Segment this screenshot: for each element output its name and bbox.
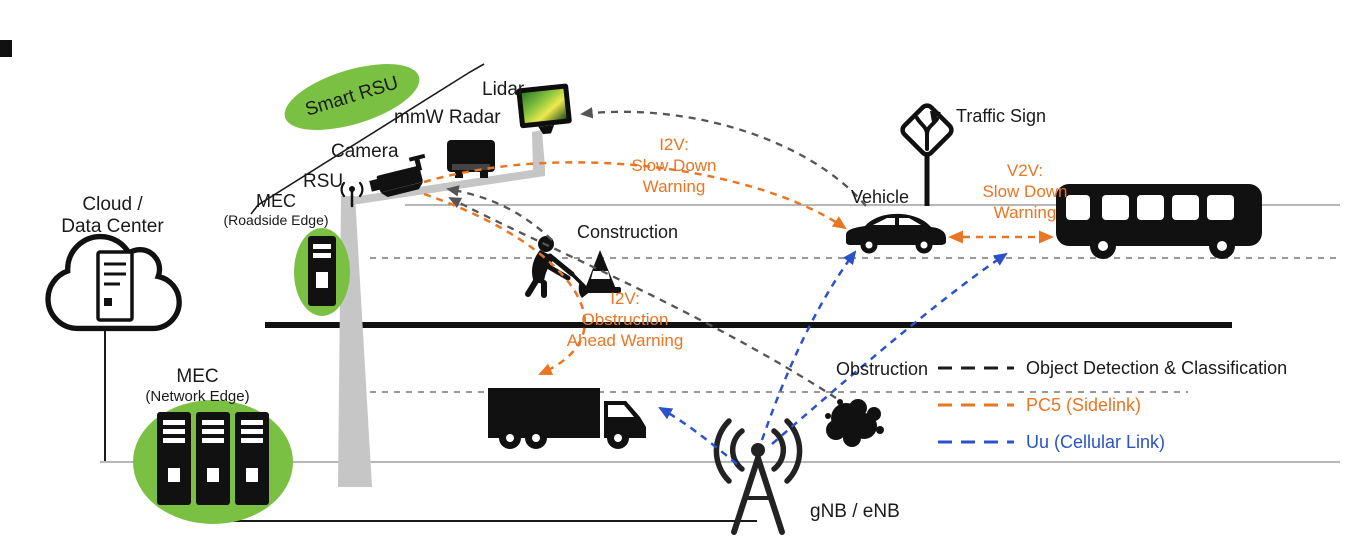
obstruction-label: Obstruction — [836, 359, 929, 379]
uu-arrow-gnb-to-bus — [771, 252, 1008, 445]
cloud-label-line2: Data Center — [61, 215, 164, 237]
mec-roadside-label: MEC (Roadside Edge) — [196, 191, 356, 228]
equipment-bracket — [250, 63, 485, 215]
rsu-antenna-icon — [340, 181, 364, 208]
cloud-server-icon — [96, 250, 134, 322]
server-rack-icon — [196, 412, 230, 505]
i2v-obstruction-message-line3: Ahead Warning — [566, 331, 684, 350]
i2v-obstruction-message-line1: I2V: — [610, 289, 640, 308]
cloud-icon — [45, 233, 182, 332]
gnb-label: gNB / eNB — [810, 501, 900, 522]
server-rack-icons — [157, 412, 269, 505]
obstruction-icon — [825, 399, 884, 447]
detection-arrow-car-to-lidar — [580, 107, 867, 207]
traffic-sign-icon — [900, 103, 954, 206]
mec-network-label: MEC (Network Edge) — [115, 366, 280, 405]
car-icon — [846, 213, 946, 254]
v2v-slow-down-message: V2V: Slow Down Warning — [953, 160, 1097, 223]
detection-arrow-construction-to-camera — [446, 185, 553, 241]
cloud-label: Cloud / Data Center — [35, 194, 190, 238]
rsu-label: RSU — [303, 171, 344, 192]
bus-icon — [1056, 184, 1262, 259]
traffic-sign-label: Traffic Sign — [956, 106, 1047, 126]
legend-item-pc5: PC5 (Sidelink) — [1026, 395, 1142, 415]
legend-item-uu: Uu (Cellular Link) — [1026, 432, 1166, 452]
i2v-slow-down-message: I2V: Slow Down Warning — [601, 134, 747, 197]
mec-network-label-line1: MEC — [176, 366, 219, 387]
i2v-obstruction-message-line2: Obstruction — [581, 310, 669, 329]
server-rack-icon — [157, 412, 191, 505]
page-edge-mark — [0, 40, 12, 57]
mmw-radar-label: mmW Radar — [394, 107, 501, 128]
smart-rsu-ellipse — [284, 64, 420, 130]
pc5-arrow-i2v-obstruction — [423, 192, 586, 376]
detection-arrow-obstruction-to-camera — [448, 196, 837, 399]
v2v-slow-down-message-line3: Warning — [993, 203, 1057, 222]
lidar-icon — [516, 83, 572, 135]
v2v-slow-down-message-line2: Slow Down — [982, 182, 1068, 201]
truck-icon — [488, 388, 646, 449]
cloud-label-line1: Cloud / — [82, 194, 143, 215]
gnb-antenna-icon — [713, 418, 803, 535]
camera-icon — [369, 153, 426, 197]
v2v-slow-down-message-line1: V2V: — [1006, 161, 1044, 180]
legend-item-object-detection: Object Detection & Classification — [1026, 358, 1288, 378]
uu-arrow-gnb-to-truck — [658, 406, 738, 465]
pole — [338, 196, 372, 487]
lidar-mount — [532, 130, 545, 170]
i2v-slow-down-message-line1: I2V: — [659, 135, 689, 154]
i2v-slow-down-message-line2: Slow Down — [631, 156, 717, 175]
sensor-arm — [345, 168, 545, 206]
i2v-slow-down-message-line3: Warning — [642, 177, 706, 196]
vehicle-label: Vehicle — [851, 187, 910, 207]
pc5-arrow-i2v-slow-down — [423, 161, 847, 230]
legend-lines — [938, 366, 1014, 444]
lidar-label: Lidar — [482, 79, 525, 100]
traffic-cone-icon — [580, 250, 621, 293]
camera-label: Camera — [331, 141, 399, 162]
mec-network-label-line2: (Network Edge) — [145, 387, 250, 405]
mec-roadside-label-line1: MEC — [256, 191, 296, 211]
mec-roadside-label-line2: (Roadside Edge) — [223, 211, 329, 228]
pc5-arrow-v2v — [948, 230, 1054, 244]
construction-label: Construction — [577, 222, 679, 242]
mec-gnb-connector — [229, 510, 757, 522]
rsu-cabinet-icon — [308, 236, 336, 306]
server-rack-icon — [235, 412, 269, 505]
i2v-obstruction-message: I2V: Obstruction Ahead Warning — [543, 288, 707, 351]
mmw-radar-icon — [447, 140, 495, 178]
